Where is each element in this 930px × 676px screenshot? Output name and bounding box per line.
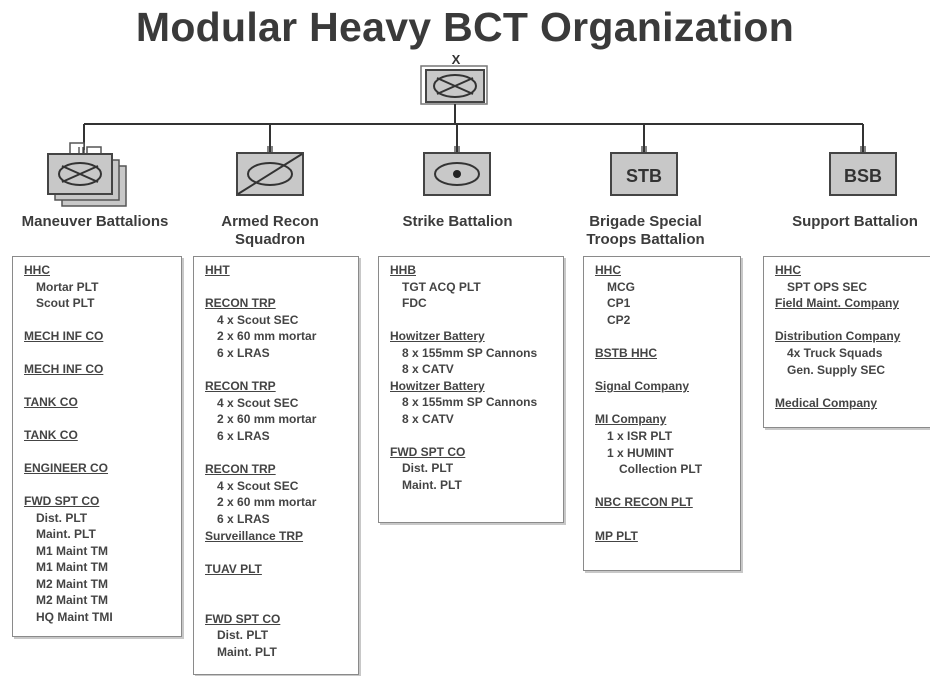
list-item: 4x Truck Squads [787,346,883,360]
maneuver-battalions-label: Maneuver Battalions [21,213,169,230]
section-header: BSTB HHC [595,346,657,360]
list-item: Mortar PLT [36,280,99,294]
armed-recon-squadron-panel: HHT RECON TRP 4 x Scout SEC 2 x 60 mm morta… [193,256,359,675]
list-item: Dist. PLT [402,461,454,475]
bsb-symbol [829,146,897,196]
list-item: 4 x Scout SEC [217,479,299,493]
list-item: SPT OPS SEC [787,280,868,294]
list-item: Dist. PLT [217,628,269,642]
section-header: Howitzer Battery [390,379,485,393]
list-item: Maint. PLT [36,527,96,541]
list-item: Gen. Supply SEC [787,363,886,377]
list-item: CP1 [607,296,631,310]
brigade-echelon: X [452,52,461,67]
bsb-symbol-text: BSB [844,166,882,186]
strike-battalion-label: Strike Battalion [402,213,513,230]
list-item: M1 Maint TM [36,560,108,574]
maneuver-battalion-symbol [47,142,127,207]
page-title: Modular Heavy BCT Organization [135,4,795,50]
list-item: Dist. PLT [36,511,88,525]
list-item: 8 x 155mm SP Cannons [402,395,538,409]
list-item: 2 x 60 mm mortar [217,412,317,426]
strike-battalion-panel: HHB TGT ACQ PLT FDC Howitzer Battery 8 x 155… [378,256,564,523]
section-header: RECON TRP [205,379,276,393]
maneuver-battalions-panel: HHC Mortar PLT Scout PLT MECH INF CO MECH IN… [12,256,182,637]
section-header: HHC [775,263,801,277]
list-item: 6 x LRAS [217,346,270,360]
section-header: FWD SPT CO [24,494,100,508]
brigade-symbol [420,65,488,105]
section-header: TANK CO [24,395,78,409]
list-item: 6 x LRAS [217,429,270,443]
list-item: M2 Maint TM [36,577,108,591]
list-item: CP2 [607,313,631,327]
list-item: 4 x Scout SEC [217,313,299,327]
section-header: Howitzer Battery [390,329,485,343]
list-item: MCG [607,280,635,294]
list-item: M1 Maint TM [36,544,108,558]
list-item: 4 x Scout SEC [217,396,299,410]
stb-symbol [610,146,678,196]
section-header: HHT [205,263,230,277]
list-item: 1 x HUMINT [607,446,674,460]
section-header: Surveillance TRP [205,529,304,543]
section-header: RECON TRP [205,296,276,310]
section-header: MI Company [595,412,667,426]
stb-label: Brigade Special Troops Battalion [586,213,705,248]
strike-battalion-symbol [423,146,491,196]
section-header: Field Maint. Company [775,296,900,310]
list-item: 6 x LRAS [217,512,270,526]
section-header: HHC [595,263,621,277]
list-item: 8 x CATV [402,412,454,426]
list-item: 1 x ISR PLT [607,429,673,443]
section-header: HHC [24,263,50,277]
list-item: FDC [402,296,427,310]
section-header: HHB [390,263,416,277]
section-header: RECON TRP [205,462,276,476]
section-header: ENGINEER CO [24,461,109,475]
armed-recon-squadron-label: Armed Recon Squadron [221,213,319,248]
stb-symbol-text: STB [626,166,662,186]
armed-recon-squadron-symbol [236,146,304,196]
section-header: FWD SPT CO [390,445,466,459]
section-header: Medical Company [775,396,878,410]
section-header: Distribution Company [775,329,901,343]
section-header: TANK CO [24,428,78,442]
section-header: NBC RECON PLT [595,495,693,509]
list-item: M2 Maint TM [36,593,108,607]
section-header: FWD SPT CO [205,612,281,626]
section-header: MECH INF CO [24,362,104,376]
list-item: 8 x 155mm SP Cannons [402,346,538,360]
list-item: Maint. PLT [217,645,277,659]
section-header: MP PLT [595,529,638,543]
list-item: Scout PLT [36,296,95,310]
section-header: Signal Company [595,379,690,393]
list-item: 8 x CATV [402,362,454,376]
list-item: TGT ACQ PLT [402,280,481,294]
support-battalion-label: Support Battalion [792,213,918,230]
list-item: HQ Maint TMI [36,610,113,624]
list-item: Collection PLT [619,462,703,476]
section-header: TUAV PLT [205,562,262,576]
section-header: MECH INF CO [24,329,104,343]
list-item: 2 x 60 mm mortar [217,495,317,509]
list-item: Maint. PLT [402,478,462,492]
list-item: 2 x 60 mm mortar [217,329,317,343]
